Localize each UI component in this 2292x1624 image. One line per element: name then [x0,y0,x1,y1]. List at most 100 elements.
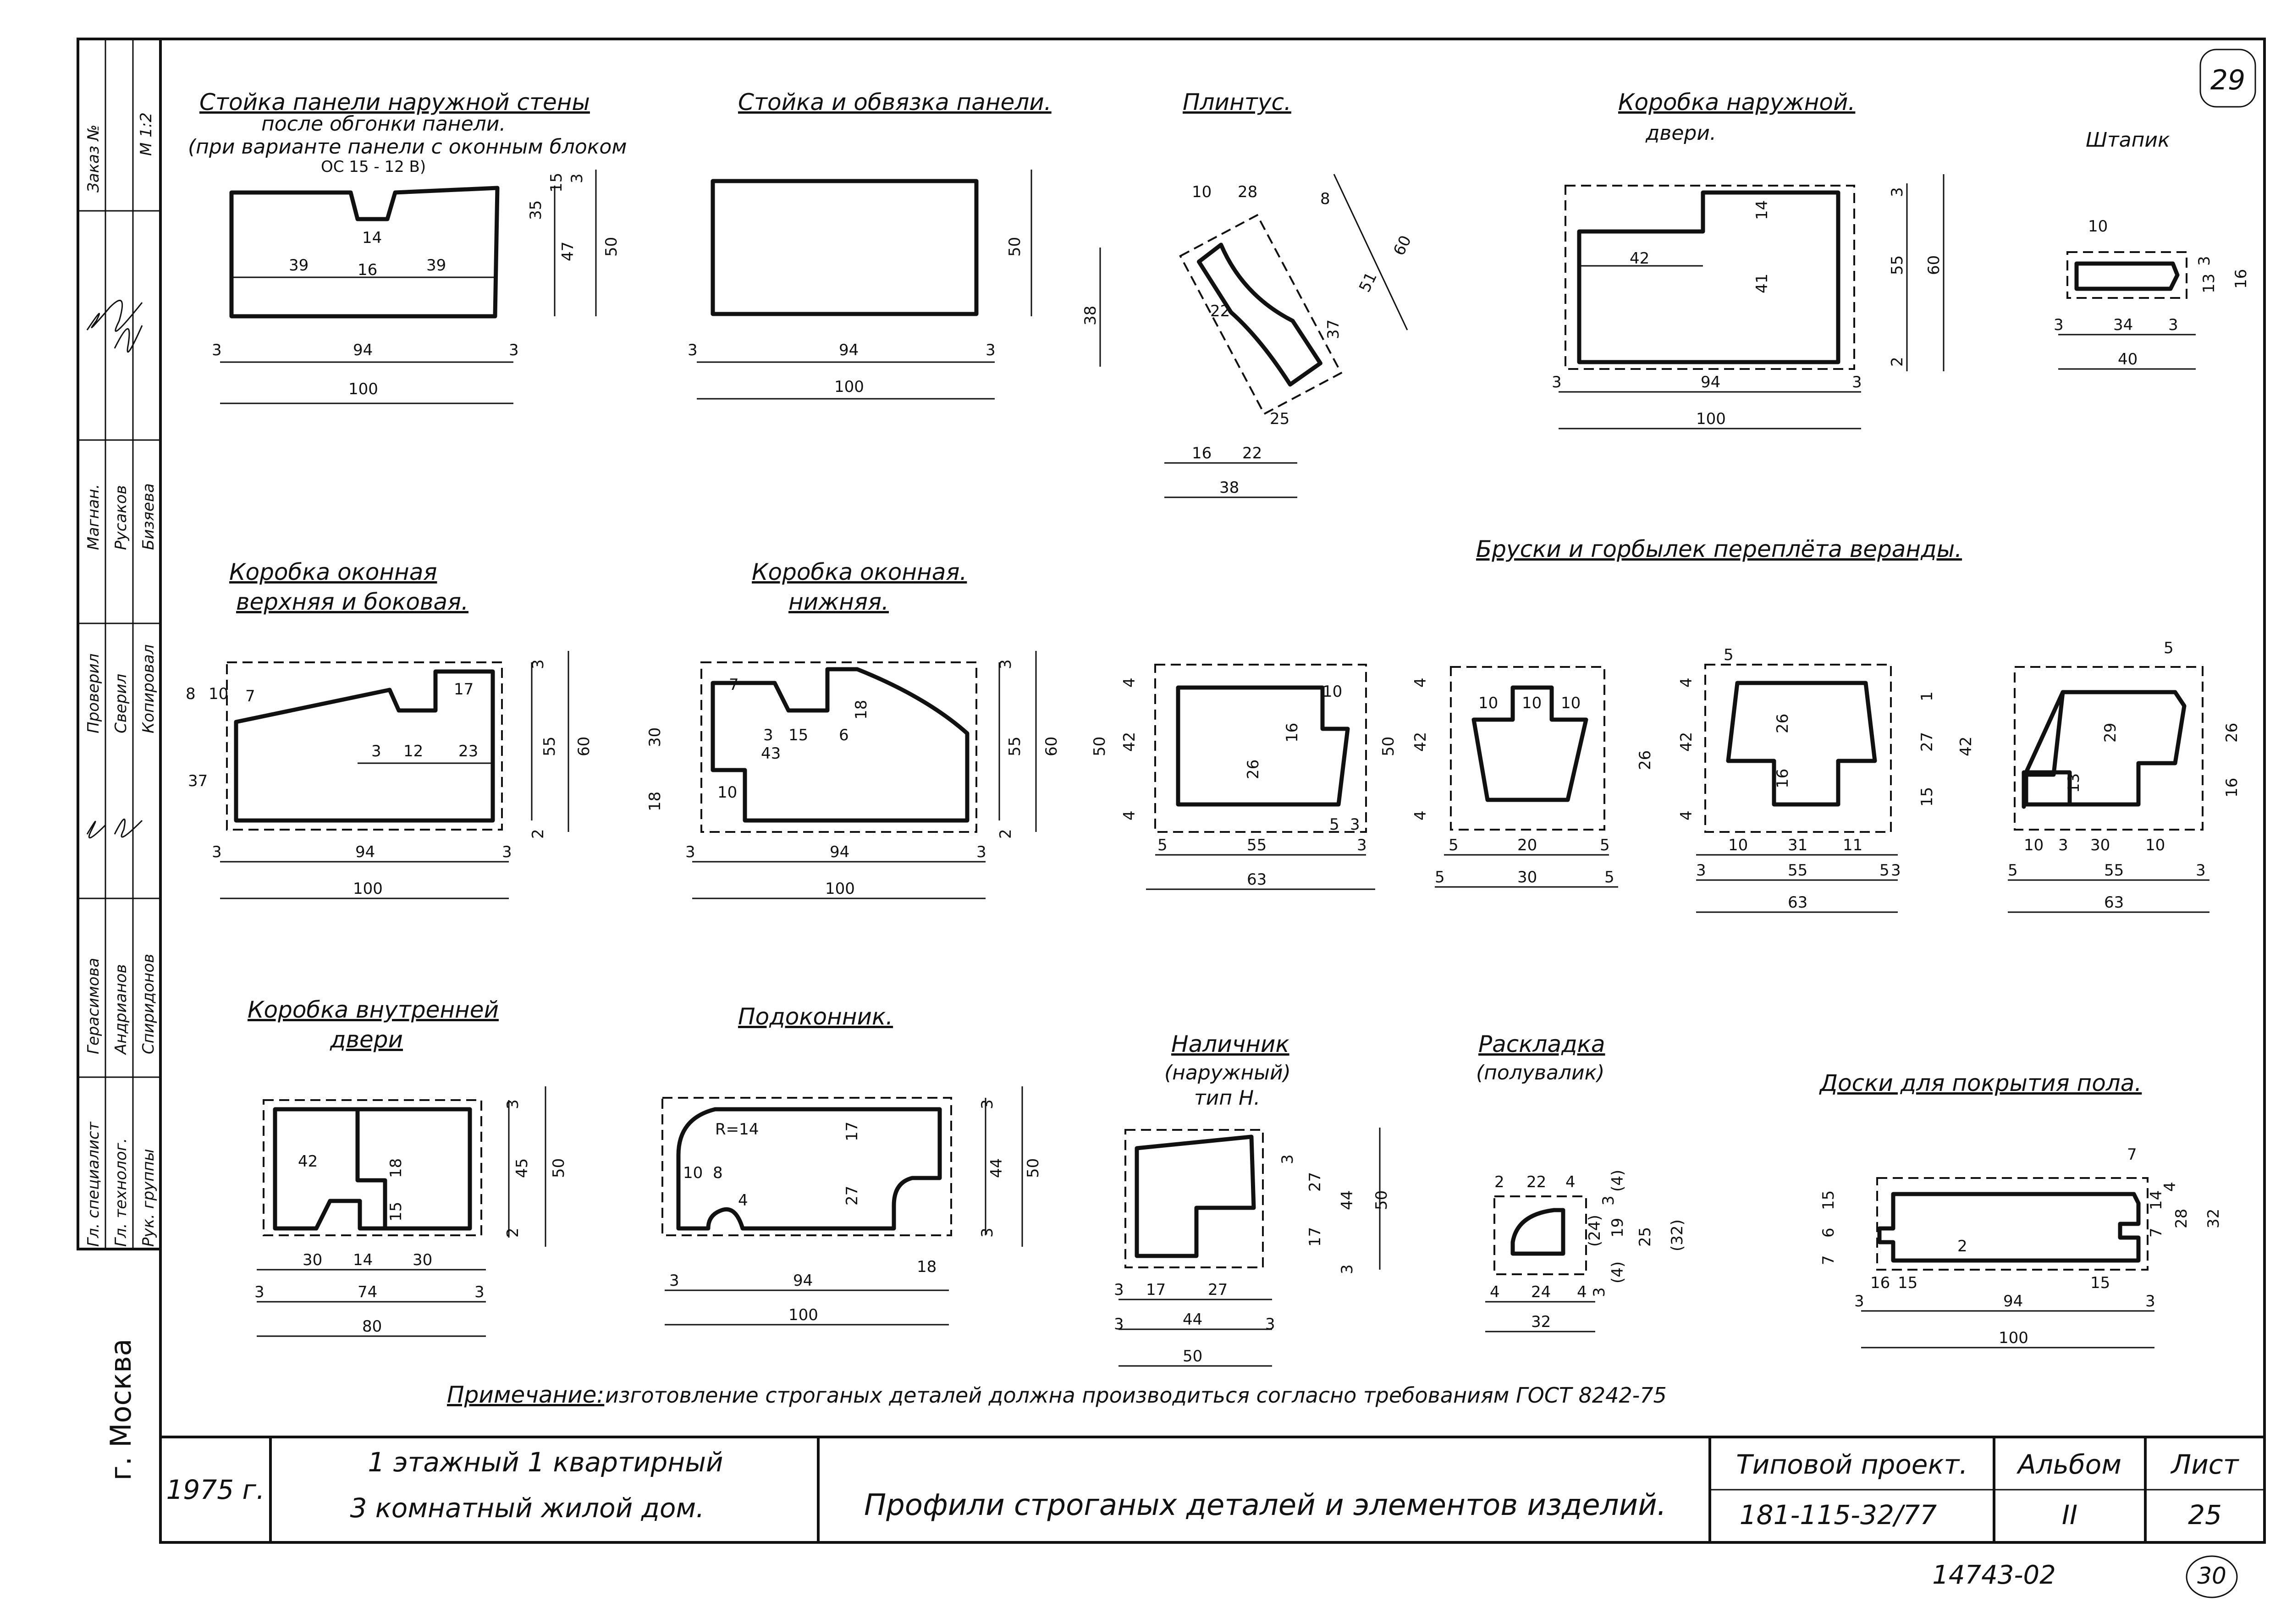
dim-label: 44 [1183,1310,1202,1329]
dim-label: 3 [976,843,986,861]
profile-outline [1471,685,1588,802]
profile-outline [1577,190,1840,364]
profile-outline [273,1107,387,1231]
footer-page-number: 30 [2197,1563,2226,1589]
type-project-number: 181-115-32/77 [1740,1499,1937,1530]
dim-label: 10 [1192,183,1212,201]
dim-label: 27 [843,1186,861,1206]
dim-label: 25 [1636,1227,1654,1247]
dim-label: 3 [1114,1281,1124,1299]
dim-label: 3 [1854,1292,1864,1310]
dim-label: 60 [575,737,593,756]
profile-outline [1877,1192,2141,1263]
dim-label: 2 [1888,357,1906,367]
dim-label: 32 [2204,1209,2223,1228]
profile-outline [1176,685,1350,807]
dim-label: 45 [513,1158,531,1178]
dim-label: 3 [529,659,547,669]
dim-label: 50 [1183,1347,1202,1365]
sheet-number: 29 [2210,64,2245,96]
dim-label: 94 [839,341,859,359]
detail-subtitle-3: ОС 15 - 12 В) [321,158,426,176]
dim-label: 3 [2168,316,2178,334]
dim-label: 16 [2232,269,2250,289]
dim-label: 38 [1081,306,1100,325]
dim-label: 35 [527,200,545,220]
dim-label: 16 [358,261,377,279]
dim-label: 34 [2113,316,2133,334]
dim-label: 30 [2090,836,2110,854]
stamp-name-1: Русаков [112,485,130,550]
dim-label: 15 [1918,787,1936,807]
dim-label: 3 [1852,373,1862,391]
profile-outline [1510,1208,1565,1256]
dim-label: 94 [830,843,849,861]
dim-label: 10 [1561,694,1581,712]
dim-label: 22 [1526,1173,1546,1191]
dim-label: 63 [1247,870,1267,889]
dim-label: 29 [2101,723,2120,743]
dim-label: 5 [1435,868,1445,886]
dim-label: 31 [1788,836,1807,854]
stamp-name-3: Сверил [112,674,130,733]
dim-label: 3 [685,843,695,861]
dim-label: 10 [1522,694,1542,712]
profile-outline [2022,690,2187,809]
profile-dashed-box [1876,1177,2149,1271]
profile-outline [2074,261,2180,291]
stamp-role-4: Копировал [139,644,158,733]
dim-label: (24) [1586,1215,1604,1247]
profile-dashed-box [226,661,503,831]
dim-label: 50 [1372,1190,1391,1210]
dim-label: 30 [646,727,664,747]
dim-label: 63 [1788,893,1807,912]
dim-label: 3 [371,742,381,760]
dim-label: 3 [1278,1154,1297,1164]
dim-label: 10 [2024,836,2044,854]
dim-label: 8 [1320,190,1330,208]
sheet-number-box [2199,49,2256,108]
detail-shtapik: Штапик 10 3 13 16 3 34 3 40 [2054,128,2250,370]
dim-label: 4 [738,1191,748,1210]
dim-label: 15 [2090,1274,2110,1292]
dim-label: 17 [454,680,474,699]
detail-subtitle: (полувалик) [1476,1061,1604,1085]
dim-label: 22 [1242,444,1262,462]
detail-subtitle: нижняя. [788,589,889,615]
profile-dashed-box [2014,666,2204,831]
dim-label: 6 [1819,1228,1838,1238]
dim-label: 43 [761,744,781,763]
dim-label: 3 [2054,316,2064,334]
album-value: II [2062,1499,2077,1530]
dim-label: 3 [978,1228,997,1238]
profile-dashed-box [1565,185,1855,370]
sheet-label: Лист [2171,1449,2240,1480]
dim-label: 5 [1449,836,1459,854]
dim-label: 42 [1120,732,1139,752]
dim-label: 28 [2172,1209,2191,1228]
dim-label: 4 [1120,810,1139,820]
dim-label: 7 [245,687,255,705]
dim-label: 3 [986,341,996,359]
dim-label: 2 [1957,1237,1967,1255]
dim-label: 5 [1879,861,1890,880]
dim-label: 20 [1517,836,1537,854]
dim-label: 19 [1609,1218,1627,1238]
dim-label: 18 [917,1258,937,1276]
dim-label: 1 [1918,691,1936,701]
dim-label: 14 [362,229,382,247]
dim-label: 17 [843,1122,861,1141]
sheet-frame [159,38,2266,1544]
profile-dashed-box [263,1099,482,1236]
dim-label: 23 [458,742,478,760]
dim-label: 100 [353,880,383,898]
dim-label: 50 [1024,1158,1042,1178]
detail-korobka-naruzh-dveri: Коробка наружной. двери. 42 14 41 55 60 … [1552,89,1945,429]
detail-title: Плинтус. [1183,89,1291,116]
dim-label: 16 [1192,444,1212,462]
dim-label: 4 [1490,1283,1500,1301]
detail-brusok-3: 5 42 16 26 26 27 15 42 4 4 1 10 31 11 3 … [1636,646,1975,913]
dim-label: 3 [1357,836,1367,854]
dim-label: 32 [1531,1313,1551,1331]
detail-title: Коробка внутренней [248,996,499,1023]
